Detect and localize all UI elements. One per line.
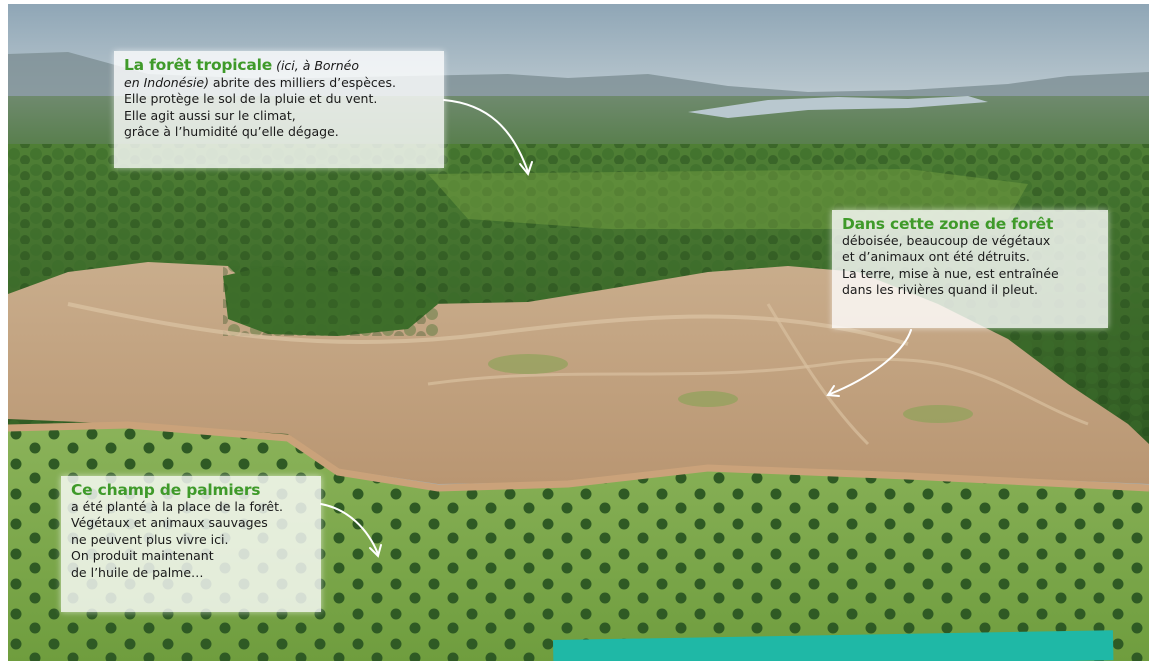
callout-text: déboisée, beaucoup de végétaux bbox=[842, 232, 1051, 248]
callout-location-text: (ici, à Bornéo bbox=[276, 58, 359, 73]
callout-palm-field: Ce champ de palmiers a été planté à la p… bbox=[61, 476, 321, 612]
callout-location-text: en Indonésie) bbox=[124, 74, 209, 90]
callout-text: grâce à l’humidité qu’elle dégage. bbox=[124, 124, 339, 139]
callout-text: a été planté à la place de la forêt. bbox=[71, 498, 283, 514]
callout-text: Elle protège le sol de la pluie et du ve… bbox=[124, 91, 378, 106]
callout-text: abrite des milliers d’espèces. bbox=[208, 74, 396, 90]
callout-text: de l’huile de palme… bbox=[71, 564, 204, 580]
callout-text: Végétaux et animaux sauvages bbox=[71, 515, 268, 530]
callout-text: Elle agit aussi sur le climat, bbox=[124, 107, 296, 123]
callout-text: ne peuvent plus vivre ici. bbox=[71, 531, 229, 547]
callout-heading: Ce champ de palmiers bbox=[71, 481, 261, 499]
callout-text: La terre, mise à nue, est entraînée bbox=[842, 265, 1059, 281]
callout-text: et d’animaux ont été détruits. bbox=[842, 249, 1030, 264]
aerial-photo: La forêt tropicale (ici, à Bornéo en Ind… bbox=[8, 4, 1149, 661]
callout-text: On produit maintenant bbox=[71, 548, 214, 563]
callout-deforested-zone: Dans cette zone de forêt déboisée, beauc… bbox=[832, 210, 1108, 328]
callout-heading: La forêt tropicale bbox=[124, 56, 273, 74]
callout-heading: Dans cette zone de forêt bbox=[842, 215, 1054, 233]
callout-tropical-forest: La forêt tropicale (ici, à Bornéo en Ind… bbox=[114, 51, 444, 168]
callout-text: dans les rivières quand il pleut. bbox=[842, 282, 1039, 297]
